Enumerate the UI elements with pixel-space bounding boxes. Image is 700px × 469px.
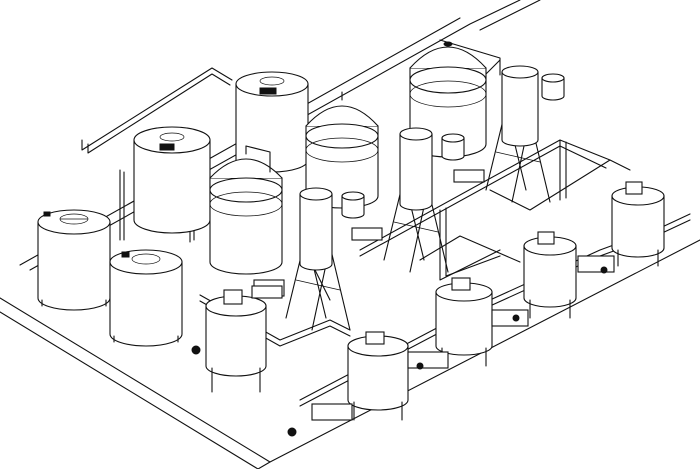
tank-back-mid (235, 71, 309, 173)
condenser-3 (485, 65, 565, 203)
mixer-1 (205, 279, 285, 393)
mixer-3 (407, 277, 529, 369)
reactor-center (209, 145, 283, 275)
pump-valves (191, 266, 608, 437)
condenser-2 (383, 127, 465, 273)
mixer-5 (611, 181, 665, 267)
equipment-skids (251, 169, 485, 299)
mixer-4 (523, 231, 615, 319)
tank-back-left (133, 126, 211, 234)
mixer-2 (311, 331, 409, 421)
tank-front-mid (109, 249, 183, 347)
condenser-1 (285, 187, 365, 331)
tank-front-left (37, 209, 111, 311)
